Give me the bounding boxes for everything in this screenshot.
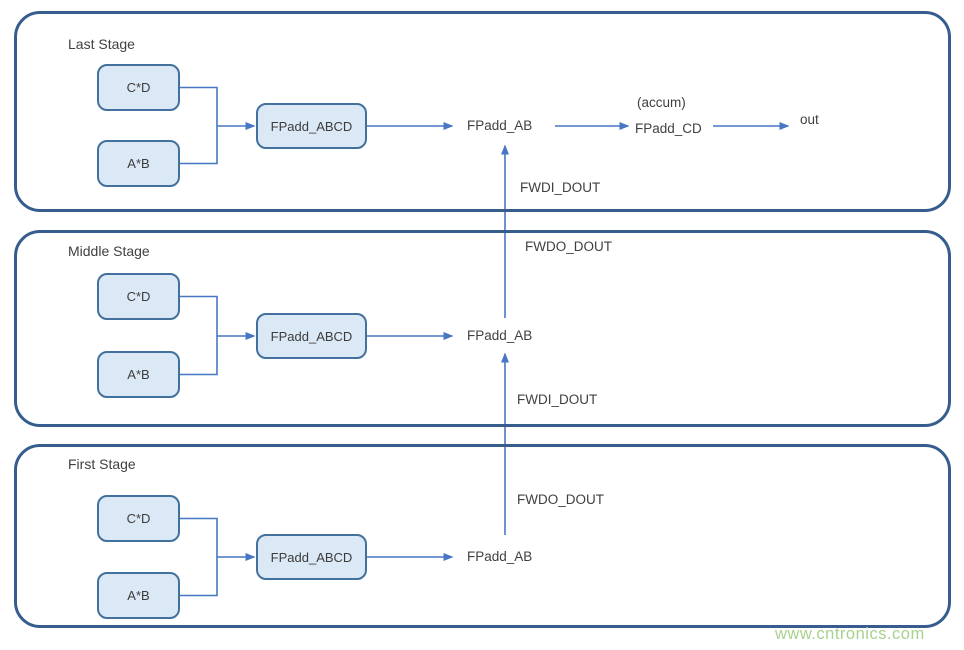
node-box-cd-first: C*D: [97, 495, 180, 542]
stage-label-middle: Middle Stage: [68, 243, 150, 259]
label-fpadd-ab-last: FPadd_AB: [467, 118, 533, 133]
label-fwdo-dout-middle: FWDO_DOUT: [525, 239, 612, 254]
node-box-cd-last: C*D: [97, 64, 180, 111]
stage-middle: [14, 230, 951, 427]
stage-first: [14, 444, 951, 628]
label-out: out: [800, 112, 819, 127]
label-fpadd-ab-first: FPadd_AB: [467, 549, 533, 564]
watermark: www.cntronics.com: [775, 625, 925, 643]
node-box-cd-middle: C*D: [97, 273, 180, 320]
label-accum-note: (accum): [637, 95, 686, 110]
stage-label-last: Last Stage: [68, 36, 135, 52]
node-box-ab-last: A*B: [97, 140, 180, 187]
label-fwdi-dout-middle: FWDI_DOUT: [517, 392, 598, 407]
node-box-fpadd-abcd-first: FPadd_ABCD: [256, 534, 367, 580]
node-box-fpadd-abcd-middle: FPadd_ABCD: [256, 313, 367, 359]
stage-last: [14, 11, 951, 212]
stage-label-first: First Stage: [68, 456, 136, 472]
node-box-ab-first: A*B: [97, 572, 180, 619]
node-box-fpadd-abcd-last: FPadd_ABCD: [256, 103, 367, 149]
label-fpadd-cd: FPadd_CD: [635, 121, 702, 136]
label-fwdi-dout-last: FWDI_DOUT: [520, 180, 601, 195]
label-fpadd-ab-middle: FPadd_AB: [467, 328, 533, 343]
node-box-ab-middle: A*B: [97, 351, 180, 398]
label-fwdo-dout-first: FWDO_DOUT: [517, 492, 604, 507]
